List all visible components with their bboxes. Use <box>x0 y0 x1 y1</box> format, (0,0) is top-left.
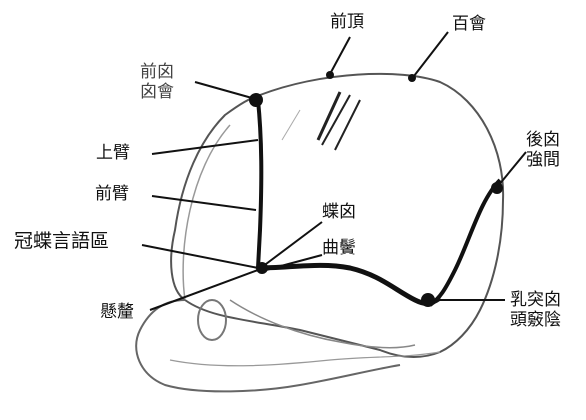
label-zen-cho: 前頂 <box>330 12 364 32</box>
anterior-fontanelle-mark <box>249 93 263 107</box>
label-nyu-totsu: 乳突囟 頭竅陰 <box>510 290 561 330</box>
label-go-shin-line1: 後囟 <box>526 130 560 150</box>
squamosal-suture <box>258 265 440 303</box>
label-zen-seki: 前臂 <box>95 184 129 204</box>
leader-go-shin <box>498 152 526 186</box>
label-hyaku-e: 百會 <box>452 14 486 34</box>
leader-zen-seki <box>152 196 256 210</box>
leader-hyaku-e <box>414 32 448 76</box>
label-zen-shin: 前囟 囟會 <box>140 62 174 102</box>
label-kan-cho: 冠蝶言語區 <box>14 230 109 252</box>
leader-zen-shin <box>195 82 252 98</box>
jaw-outline <box>230 300 415 348</box>
leader-zen-cho <box>330 37 350 74</box>
label-jo-seki: 上臂 <box>96 143 130 163</box>
label-cho-shin: 蝶囟 <box>322 202 356 222</box>
occipital-outline <box>183 125 230 300</box>
leader-kan-cho <box>142 245 258 268</box>
posterior-fontanelle-mark <box>491 182 503 194</box>
lower-jaw-line <box>170 352 440 366</box>
ear-outline <box>198 300 226 340</box>
label-nyu-totsu-line2: 頭竅陰 <box>510 310 561 330</box>
label-go-shin: 後囟 強間 <box>526 130 560 170</box>
parietal-line-4 <box>282 110 300 140</box>
coronal-suture <box>258 100 261 268</box>
label-kenri: 懸釐 <box>100 302 134 322</box>
label-kyoku-bin: 曲鬢 <box>322 238 356 258</box>
label-zen-shin-line1: 前囟 <box>140 62 174 82</box>
label-nyu-totsu-line1: 乳突囟 <box>510 290 561 310</box>
parietal-line-3 <box>335 100 360 150</box>
label-zen-shin-line2: 囟會 <box>140 82 174 102</box>
label-go-shin-line2: 強間 <box>526 150 560 170</box>
